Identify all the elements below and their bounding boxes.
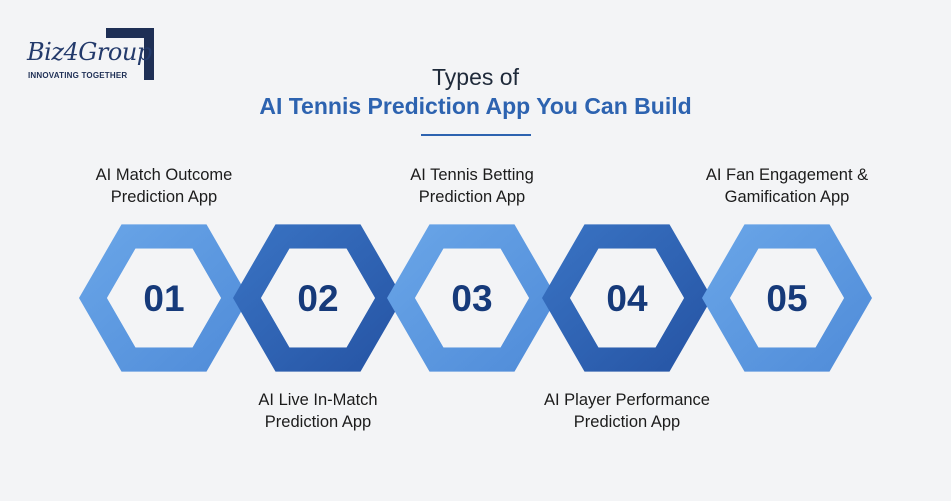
hexagon-core-03 — [415, 248, 529, 348]
heading-line-1: Types of — [432, 64, 519, 90]
hexagon-core-05 — [730, 248, 844, 348]
step-caption-05: AI Fan Engagement & Gamification App — [672, 164, 902, 208]
hexagon-ring-04 — [542, 224, 712, 372]
logo-tagline: INNOVATING TOGETHER — [28, 71, 128, 80]
step-title-line-1: AI Match Outcome — [95, 166, 233, 184]
step-title-line-2: Prediction App — [573, 413, 681, 431]
step-title-line-1: AI Tennis Betting — [410, 166, 534, 184]
step-title-line-1: AI Player Performance — [544, 391, 710, 409]
company-logo: Biz4Group INNOVATING TOGETHER — [24, 26, 159, 86]
step-number-04: 04 — [606, 278, 648, 319]
step-number-02: 02 — [297, 278, 338, 319]
step-number-05: 05 — [766, 278, 807, 319]
step-number-03: 03 — [451, 278, 492, 319]
hexagon-ring-05 — [702, 224, 872, 372]
hexagon-ring-01 — [79, 224, 249, 372]
step-title-line-1: AI Live In-Match — [258, 391, 378, 409]
heading-line-2: AI Tennis Prediction App You Can Build — [259, 93, 692, 119]
step-title-line-2: Prediction App — [418, 188, 526, 206]
hexagon-core-01 — [107, 248, 221, 348]
logo-mark — [106, 28, 154, 80]
hexagon-core-04 — [570, 248, 684, 348]
step-title-line-2: Gamification App — [724, 188, 850, 206]
hexagon-ring-02 — [233, 224, 403, 372]
heading-underline — [421, 134, 531, 136]
step-title-line-2: Prediction App — [110, 188, 218, 206]
logo-wordmark: Biz4Group — [27, 38, 152, 66]
step-number-01: 01 — [143, 278, 184, 319]
hexagon-core-02 — [261, 248, 375, 348]
hexagon-ring-03 — [387, 224, 557, 372]
step-title-line-1: AI Fan Engagement & — [705, 166, 869, 184]
step-title-line-2: Prediction App — [264, 413, 372, 431]
